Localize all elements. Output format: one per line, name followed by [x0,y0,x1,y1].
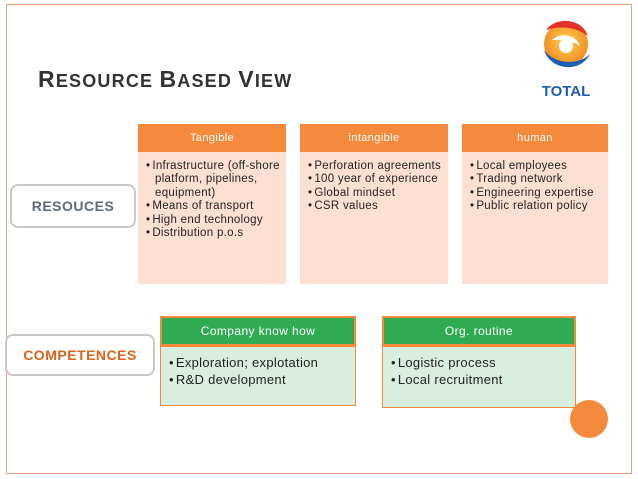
company-know-how-body: Exploration; explotation R&D development [160,346,356,406]
list-item: Trading network [470,173,604,186]
slide-frame [6,4,632,474]
org-routine-header: Org. routine [382,316,576,346]
company-know-how-header: Company know how [160,316,356,346]
list-item: Distribution p.o.s [146,227,282,240]
list-item: Local employees [470,160,604,173]
svg-text:TOTAL: TOTAL [542,83,591,100]
list-item: 100 year of experience [308,173,444,186]
list-item: Perforation agreements [308,160,444,173]
total-logo: TOTAL [542,20,591,100]
tangible-body: Infrastructure (off-shore platform, pipe… [138,152,286,284]
list-item: Engineering expertise [470,187,604,200]
list-item: Exploration; explotation [169,354,351,371]
tangible-header: Tangible [138,124,286,152]
list-item: Infrastructure (off-shore platform, pipe… [146,160,282,200]
intangible-body: Perforation agreements 100 year of exper… [300,152,448,284]
competences-row-label: COMPETENCES [5,334,155,376]
human-body: Local employees Trading network Engineer… [462,152,608,284]
decorative-circle-icon [570,400,608,438]
human-header: human [462,124,608,152]
page-title: RESOURCE BASED VIEW [38,66,293,92]
list-item: Public relation policy [470,200,604,213]
list-item: High end technology [146,214,282,227]
intangible-header: intangible [300,124,448,152]
list-item: Local recruitment [391,371,571,388]
org-routine-body: Logistic process Local recruitment [382,346,576,408]
list-item: Means of transport [146,200,282,213]
resources-row-label: RESOUCES [10,184,136,228]
list-item: Global mindset [308,187,444,200]
list-item: R&D development [169,371,351,388]
list-item: Logistic process [391,354,571,371]
list-item: CSR values [308,200,444,213]
